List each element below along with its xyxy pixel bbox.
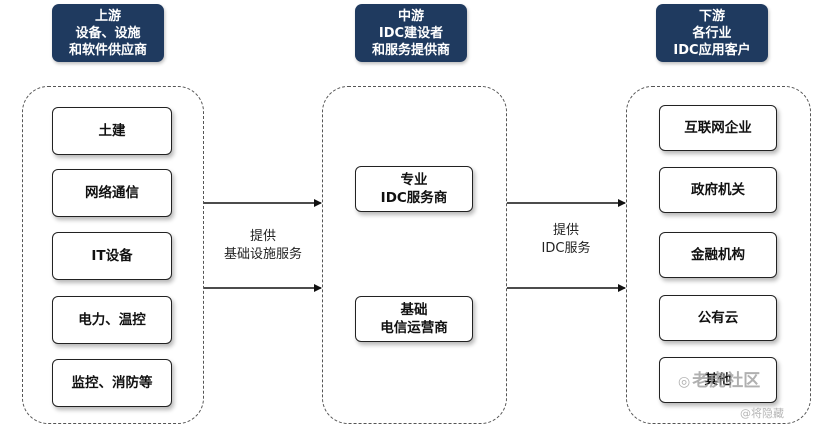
midstream-item-line: 专业 [400,172,428,188]
upstream-item-civil-works: 土建 [52,107,172,155]
upstream-item-label: 土建 [98,123,126,139]
upstream-item-network: 网络通信 [52,169,172,217]
flow-label-idc-service: 提供 IDC服务 [508,222,624,258]
upstream-item-label: 监控、消防等 [71,375,153,391]
midstream-header-line: 中游 [397,8,424,24]
flow-label-line: 基础设施服务 [223,247,302,262]
midstream-item-idc-provider: 专业 IDC服务商 [355,166,473,212]
midstream-panel [322,86,507,424]
midstream-item-line: 基础 [400,302,428,318]
midstream-header-line: 和服务提供商 [371,42,450,58]
upstream-item-monitoring: 监控、消防等 [52,359,172,407]
downstream-header-line: IDC应用客户 [673,42,751,58]
downstream-item-label: 互联网企业 [684,120,752,136]
downstream-header-line: 各行业 [692,25,732,41]
tiger-logo-icon: ◎ [678,374,691,390]
upstream-item-label: 电力、温控 [78,312,146,328]
downstream-item-internet: 互联网企业 [659,105,777,151]
downstream-item-other: 其他 [659,357,777,403]
midstream-header: 中游 IDC建设者 和服务提供商 [355,4,467,62]
upstream-header-line: 设备、设施 [75,25,141,41]
midstream-header-line: IDC建设者 [378,25,444,41]
downstream-item-label: 其他 [704,372,732,388]
downstream-header: 下游 各行业 IDC应用客户 [656,4,768,62]
upstream-item-power-cooling: 电力、温控 [52,296,172,344]
downstream-item-government: 政府机关 [659,167,777,213]
watermark-text: 老虎社区 [692,371,761,391]
flow-label-line: 提供 [249,229,276,244]
upstream-header: 上游 设备、设施 和软件供应商 [52,4,164,62]
upstream-header-line: 和软件供应商 [68,42,147,58]
upstream-header-line: 上游 [94,8,121,24]
downstream-item-public-cloud: 公有云 [659,295,777,341]
upstream-item-it-equipment: IT设备 [52,232,172,280]
midstream-item-line: IDC服务商 [380,190,448,206]
downstream-item-label: 金融机构 [691,247,745,263]
watermark: ◎老虎社区 [678,366,828,391]
downstream-item-label: 公有云 [697,310,739,326]
midstream-item-telecom-operator: 基础 电信运营商 [355,296,473,342]
midstream-item-line: 电信运营商 [380,320,448,336]
downstream-item-finance: 金融机构 [659,232,777,278]
downstream-item-label: 政府机关 [691,182,745,198]
flow-label-infrastructure: 提供 基础设施服务 [205,228,321,264]
upstream-item-label: IT设备 [91,248,133,264]
flow-label-line: IDC服务 [541,241,591,256]
downstream-header-line: 下游 [698,8,725,24]
flow-label-line: 提供 [552,223,579,238]
upstream-item-label: 网络通信 [85,185,139,201]
watermark-subtext: @将隐藏 [740,407,784,420]
